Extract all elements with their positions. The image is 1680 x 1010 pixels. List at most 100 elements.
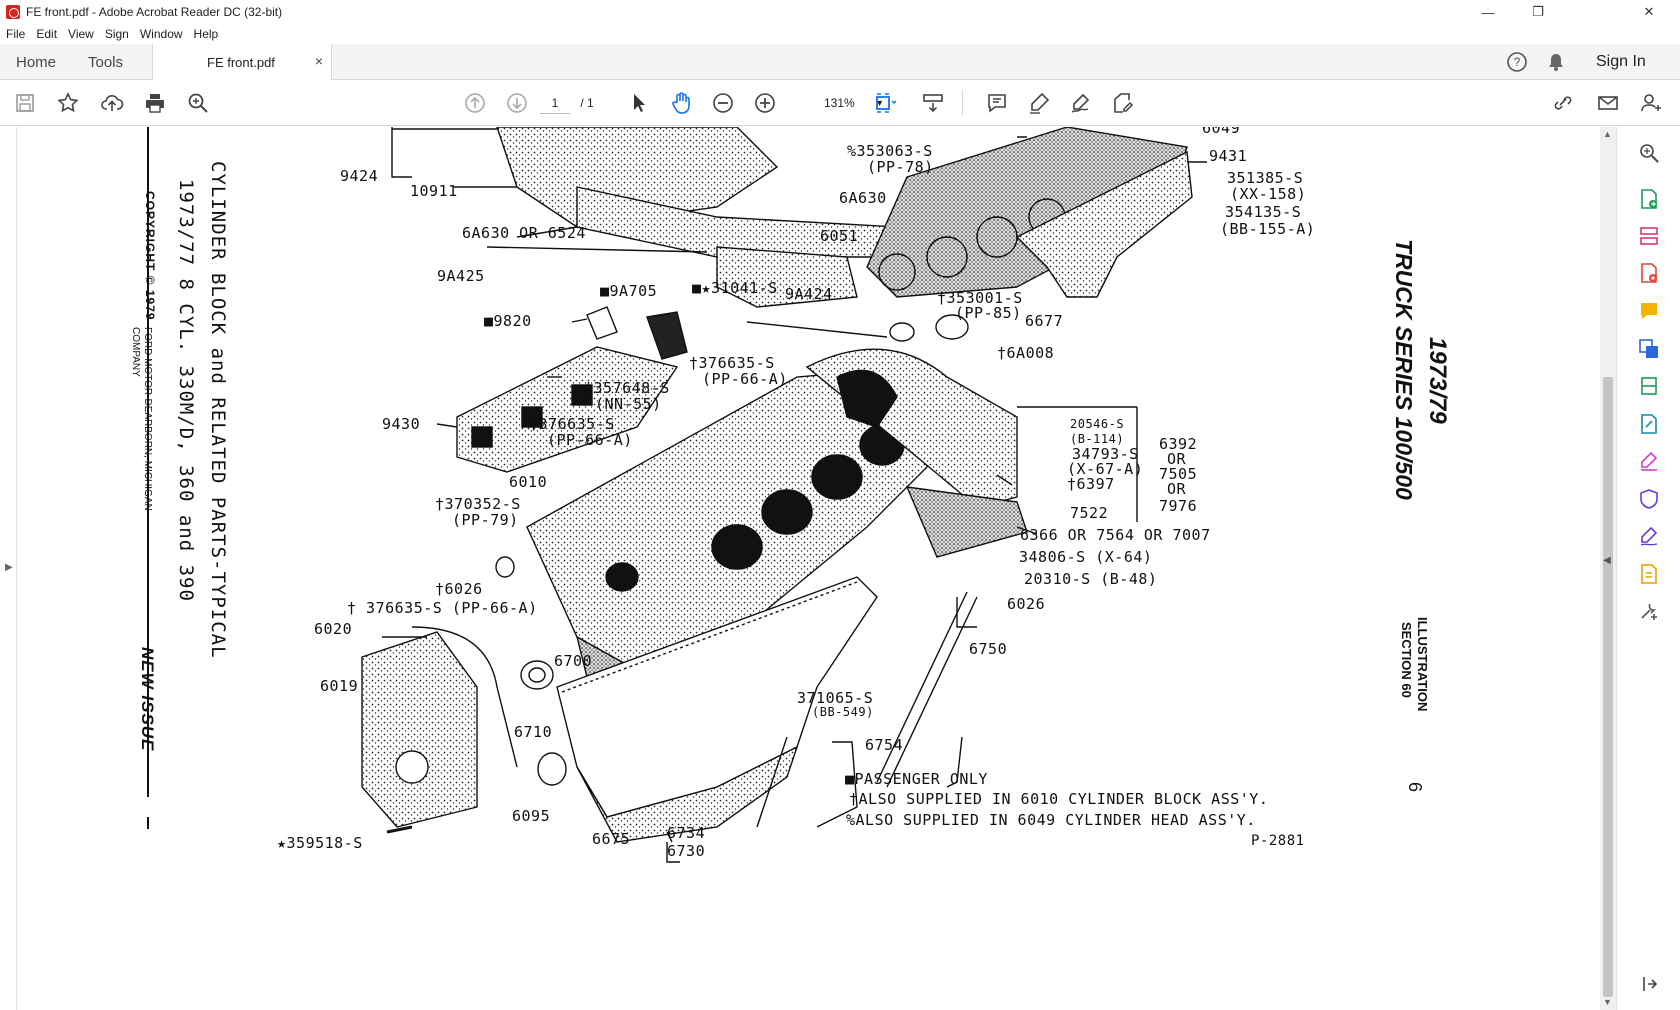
- illustration-part-number: P-2881: [1251, 833, 1305, 849]
- scroll-down-arrow-icon[interactable]: ▼: [1603, 997, 1612, 1007]
- menu-window[interactable]: Window: [140, 27, 183, 41]
- diagram-label: ■★31041-S: [692, 279, 778, 297]
- menu-edit[interactable]: Edit: [36, 27, 57, 41]
- zoom-in-icon[interactable]: [752, 90, 778, 116]
- diagram-label: 9430: [382, 415, 420, 433]
- search-zoom-icon[interactable]: [1637, 141, 1661, 165]
- combine-files-icon[interactable]: [1637, 337, 1661, 361]
- expand-left-arrow-icon[interactable]: ▶: [5, 562, 13, 573]
- diagram-label: 9424: [340, 167, 378, 185]
- diagram-label: ■9820: [484, 312, 532, 330]
- print-icon[interactable]: [142, 90, 168, 116]
- diagram-label: 354135-S: [1225, 203, 1301, 221]
- diagram-label: 6019: [320, 677, 358, 695]
- page-total: / 1: [572, 92, 602, 114]
- title-bar: FE front.pdf - Adobe Acrobat Reader DC (…: [0, 0, 1680, 24]
- scrollbar-thumb[interactable]: [1603, 377, 1613, 997]
- diagram-label: 6675: [592, 830, 630, 848]
- diagram-label: (PP-79): [452, 511, 519, 529]
- menu-sign[interactable]: Sign: [105, 27, 129, 41]
- notification-bell-icon[interactable]: [1546, 44, 1566, 80]
- tab-document[interactable]: FE front.pdf ×: [152, 44, 332, 81]
- tab-tools[interactable]: Tools: [88, 44, 123, 80]
- diagram-label: 6095: [512, 807, 550, 825]
- legend-block-assy: †ALSO SUPPLIED IN 6010 CYLINDER BLOCK AS…: [849, 790, 1268, 808]
- menu-view[interactable]: View: [68, 27, 94, 41]
- draw-signature-icon[interactable]: [1068, 90, 1094, 116]
- export-pdf-icon[interactable]: [1637, 187, 1661, 211]
- zoom-out-icon[interactable]: [710, 90, 736, 116]
- restore-button[interactable]: ❐: [1515, 0, 1561, 24]
- left-panel-toggle[interactable]: ▶: [0, 127, 17, 1010]
- diagram-label: 6677: [1025, 312, 1063, 330]
- select-pointer-icon[interactable]: [626, 90, 652, 116]
- share-link-icon[interactable]: [1550, 90, 1576, 116]
- menu-file[interactable]: File: [6, 27, 25, 41]
- help-icon[interactable]: ?: [1506, 44, 1528, 80]
- diagram-label: 6366 OR 7564 OR 7007: [1020, 526, 1211, 544]
- save-icon[interactable]: [12, 90, 38, 116]
- add-user-icon[interactable]: [1638, 90, 1664, 116]
- sign-in-button[interactable]: Sign In: [1596, 44, 1646, 80]
- page-number-input[interactable]: 1: [540, 92, 570, 114]
- diagram-label: 6710: [514, 723, 552, 741]
- document-viewer[interactable]: CYLINDER BLOCK and RELATED PARTS-TYPICAL…: [17, 127, 1600, 1010]
- hand-tool-icon[interactable]: [668, 90, 694, 116]
- diagram-label: 9A425: [437, 267, 485, 285]
- legend-passenger-only: ■PASSENGER ONLY: [845, 770, 988, 788]
- next-page-icon[interactable]: [504, 90, 530, 116]
- expand-panel-icon[interactable]: [1637, 972, 1661, 996]
- protect-shield-icon[interactable]: [1637, 487, 1661, 511]
- fit-page-icon[interactable]: [872, 90, 898, 116]
- diagram-label: (B-114): [1070, 432, 1124, 446]
- diagram-label: (PP-78): [867, 158, 934, 176]
- diagram-label: 6730: [667, 842, 705, 860]
- minimize-button[interactable]: —: [1465, 0, 1511, 24]
- more-tools-icon[interactable]: [1637, 599, 1661, 623]
- diagram-label: (PP-85): [955, 304, 1022, 322]
- fill-sign-icon[interactable]: [1637, 449, 1661, 473]
- comment-icon[interactable]: [984, 90, 1010, 116]
- diagram-label: (PP-66-A): [702, 370, 788, 388]
- diagram-label: 9431: [1209, 147, 1247, 165]
- close-window-button[interactable]: ✕: [1626, 0, 1672, 24]
- create-pdf-icon[interactable]: [1637, 261, 1661, 285]
- scroll-up-arrow-icon[interactable]: ▲: [1603, 129, 1612, 139]
- diagram-label: 6A630 OR 6524: [462, 224, 586, 242]
- search-icon[interactable]: [185, 90, 211, 116]
- diagram-label: 9A424: [785, 285, 833, 303]
- diagram-label: (XX-158): [1230, 185, 1306, 203]
- collapse-right-panel-arrow-icon[interactable]: ◀: [1603, 555, 1611, 566]
- menu-help[interactable]: Help: [194, 27, 219, 41]
- diagram-label: 6734: [667, 824, 705, 842]
- send-for-signature-icon[interactable]: [1637, 524, 1661, 548]
- stamp-tool-icon[interactable]: [1637, 562, 1661, 586]
- diagram-label: 7976: [1159, 497, 1197, 515]
- close-tab-button[interactable]: ×: [315, 53, 323, 69]
- edit-pdf-icon[interactable]: [1110, 90, 1136, 116]
- edit-export-icon[interactable]: [1637, 412, 1661, 436]
- highlight-pen-icon[interactable]: [1026, 90, 1052, 116]
- compress-pdf-icon[interactable]: [1637, 374, 1661, 398]
- window-title: FE front.pdf - Adobe Acrobat Reader DC (…: [26, 5, 282, 19]
- tab-bar: Home Tools FE front.pdf × ? Sign In: [0, 44, 1680, 80]
- legend-head-assy: %ALSO SUPPLIED IN 6049 CYLINDER HEAD ASS…: [846, 811, 1256, 829]
- diagram-label: (NN-55): [595, 395, 662, 413]
- vertical-scrollbar[interactable]: ▲ ▼: [1600, 127, 1616, 1010]
- tab-home[interactable]: Home: [16, 44, 56, 80]
- cloud-upload-icon[interactable]: [99, 90, 125, 116]
- diagram-label: (PP-66-A): [547, 431, 633, 449]
- document-tab-label: FE front.pdf: [207, 55, 275, 70]
- diagram-label: 10911: [410, 182, 458, 200]
- comment-tool-icon[interactable]: [1637, 299, 1661, 323]
- scroll-mode-icon[interactable]: [920, 90, 946, 116]
- organize-pages-icon[interactable]: [1637, 224, 1661, 248]
- bookmark-star-icon[interactable]: [55, 90, 81, 116]
- diagram-label: †6A008: [997, 344, 1054, 362]
- email-icon[interactable]: [1595, 90, 1621, 116]
- diagram-label: ■9A705: [600, 282, 657, 300]
- acrobat-app-icon: [6, 5, 20, 19]
- toolbar: 1 / 1 131% ▼: [0, 80, 1680, 126]
- menu-bar: File Edit View Sign Window Help: [0, 24, 1680, 44]
- previous-page-icon[interactable]: [462, 90, 488, 116]
